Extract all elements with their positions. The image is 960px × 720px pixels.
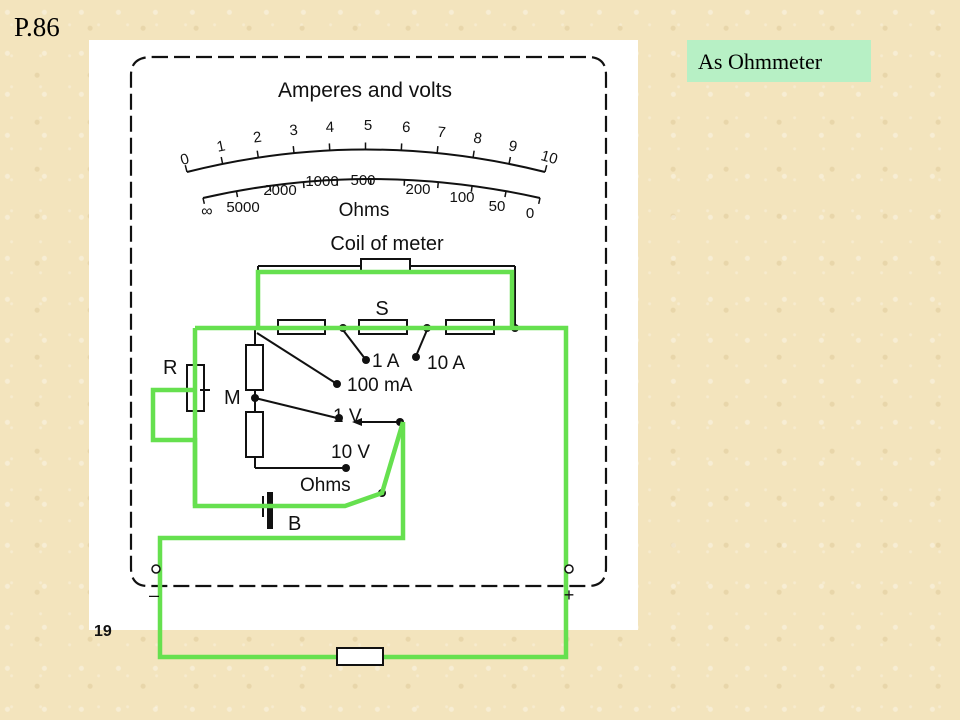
scale-tick bbox=[256, 150, 260, 158]
scale-tick bbox=[537, 197, 541, 205]
figure-number: 19 bbox=[94, 623, 112, 640]
ohm-tick-50: 50 bbox=[489, 198, 506, 215]
ohm-tick-200: 200 bbox=[405, 181, 430, 198]
scale-tick bbox=[202, 197, 206, 205]
scale-tick bbox=[302, 181, 305, 189]
mode-label: As Ohmmeter bbox=[687, 40, 871, 82]
av-tick-2: 2 bbox=[252, 129, 263, 147]
ohms-scale-label: Ohms bbox=[339, 200, 390, 221]
scale-tick bbox=[544, 165, 548, 173]
selector-arrowhead bbox=[352, 418, 362, 426]
scale-tick bbox=[235, 191, 239, 198]
scale-title: Amperes and volts bbox=[278, 79, 452, 102]
switch-ohms-label: Ohms bbox=[300, 475, 351, 496]
scale-tick bbox=[184, 165, 188, 173]
terminal-negative-label: – bbox=[149, 585, 159, 605]
battery-label: B bbox=[288, 513, 301, 535]
coil-label: Coil of meter bbox=[330, 233, 444, 255]
av-tick-4: 4 bbox=[325, 119, 334, 136]
resistor-r-label: R bbox=[163, 357, 177, 379]
external-resistor bbox=[336, 647, 384, 666]
scale-tick bbox=[220, 156, 224, 165]
terminal-right bbox=[564, 564, 574, 574]
scale-tick bbox=[508, 156, 512, 165]
scale-tick bbox=[436, 181, 440, 189]
av-tick-3: 3 bbox=[289, 122, 299, 140]
multiplier-resistor-1 bbox=[245, 344, 264, 391]
av-tick-10: 10 bbox=[539, 147, 560, 168]
scale-tick bbox=[269, 185, 272, 192]
av-tick-1: 1 bbox=[215, 137, 227, 155]
terminal-positive-label: + bbox=[564, 585, 575, 605]
scale-tick bbox=[504, 191, 507, 198]
meter-case bbox=[129, 55, 608, 588]
scale-tick bbox=[436, 146, 439, 154]
av-tick-5: 5 bbox=[364, 117, 372, 134]
switch-10a-label: 10 A bbox=[427, 353, 465, 374]
scale-tick bbox=[292, 146, 295, 154]
ohm-tick-500: 500 bbox=[350, 172, 375, 189]
shunt-label: S bbox=[375, 298, 388, 320]
switch-10v-label: 10 V bbox=[331, 442, 370, 463]
switch-1a-label: 1 A bbox=[372, 351, 400, 372]
multiplier-m-label: M bbox=[224, 387, 241, 409]
ohm-tick-5000: 5000 bbox=[226, 199, 259, 216]
terminal-left bbox=[151, 564, 161, 574]
ohm-tick-1000: 1000 bbox=[305, 173, 338, 190]
page-number: P.86 bbox=[14, 12, 60, 42]
ohm-tick-0: 0 bbox=[526, 205, 534, 222]
scale-tick bbox=[472, 150, 475, 158]
ohm-tick-infinity: ∞ bbox=[201, 203, 212, 220]
switch-100ma-label: 100 mA bbox=[347, 375, 413, 396]
ohm-tick-100: 100 bbox=[449, 189, 474, 206]
av-tick-6: 6 bbox=[402, 119, 411, 136]
ohm-tick-2000: 2000 bbox=[263, 182, 296, 199]
av-tick-9: 9 bbox=[507, 137, 519, 155]
scale-tick bbox=[470, 185, 473, 192]
ohmmeter-current-path bbox=[150, 269, 569, 660]
av-tick-8: 8 bbox=[472, 130, 483, 148]
multiplier-resistor-2 bbox=[245, 411, 264, 458]
av-tick-7: 7 bbox=[436, 124, 446, 142]
scale-ticks bbox=[184, 142, 548, 205]
switch-1v-label: 1 V bbox=[333, 406, 362, 427]
